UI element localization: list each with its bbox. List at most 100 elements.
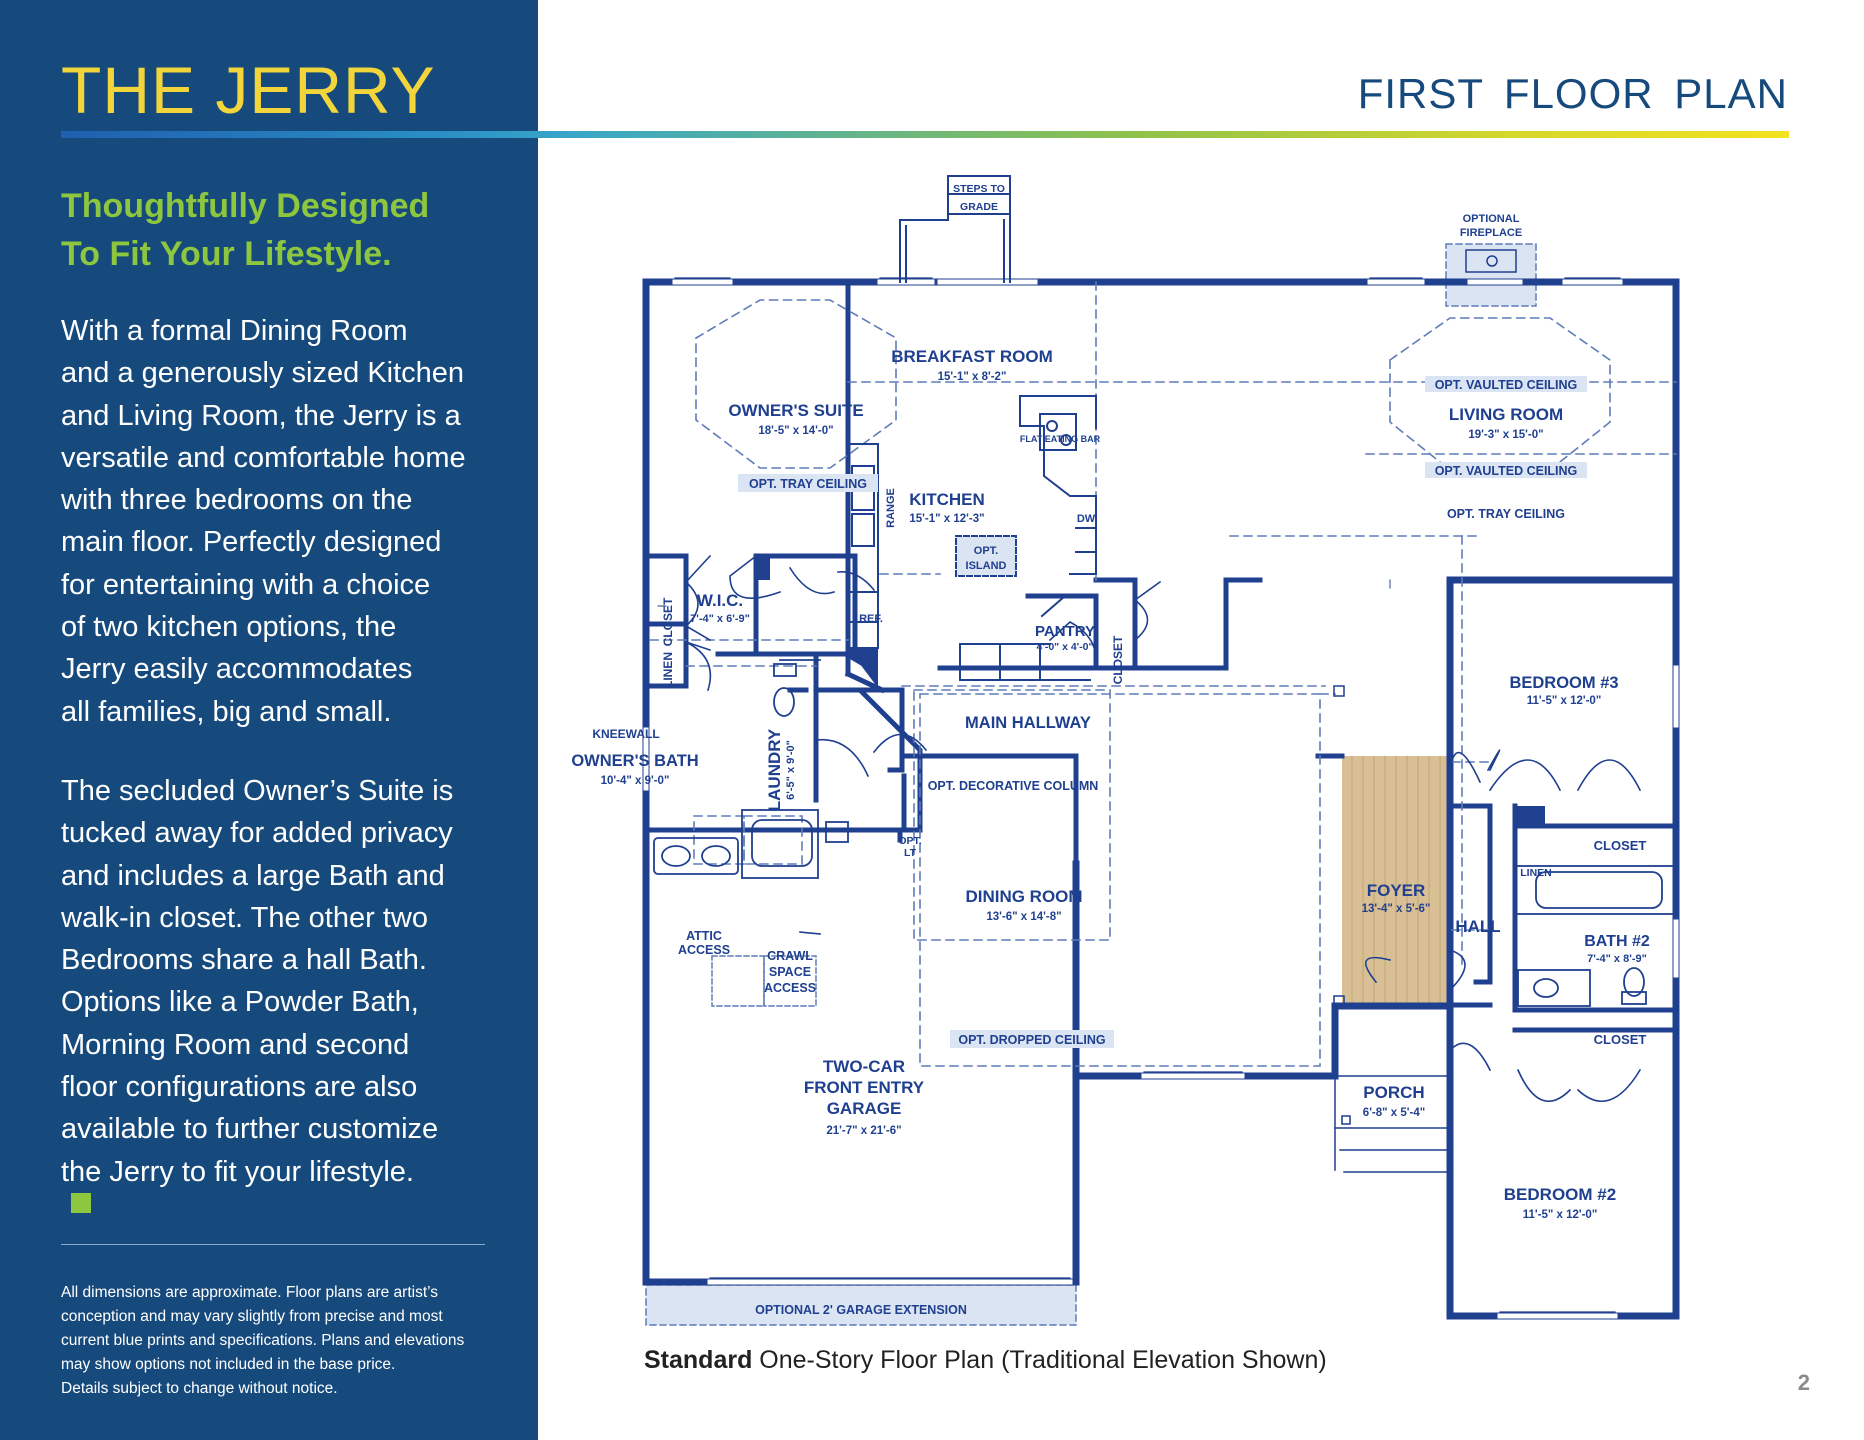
paragraph-line: Options like a Powder Bath,: [61, 986, 419, 1019]
main-hallway-label: MAIN HALLWAY: [965, 714, 1091, 732]
paragraph-text: the Jerry to fit your lifestyle.: [61, 1155, 414, 1188]
caption-text: One-Story Floor Plan (Traditional Elevat…: [752, 1346, 1327, 1374]
room-wic: W.I.C.: [697, 591, 743, 610]
room-foyer: FOYER: [1367, 881, 1426, 900]
room-garage: GARAGE: [827, 1099, 902, 1118]
room-garage: TWO-CAR: [823, 1057, 905, 1076]
option-label: OPT. VAULTED CEILING: [1435, 378, 1578, 392]
description-paragraph-2: The secluded Owner’s Suite is tucked awa…: [61, 770, 521, 1213]
fireplace-area: [1445, 243, 1537, 307]
disclaimer: All dimensions are approximate. Floor pl…: [61, 1281, 531, 1401]
room-dim: 19'-3" x 15'-0": [1468, 429, 1543, 441]
page-number: 2: [1797, 1370, 1810, 1395]
plan-caption: Standard One-Story Floor Plan (Tradition…: [644, 1346, 1327, 1375]
linen-label: LINEN: [661, 652, 675, 688]
flat-bar-label: FLAT EATING BAR: [1020, 434, 1101, 444]
paragraph-line: Bedrooms share a hall Bath.: [61, 944, 427, 977]
room-breakfast: BREAKFAST ROOM: [891, 347, 1053, 366]
room-owners-suite: OWNER'S SUITE: [728, 401, 863, 420]
island-label: OPT.: [974, 545, 998, 557]
fridge-label: REF.: [859, 613, 883, 625]
paragraph-line: Jerry easily accommodates: [61, 653, 413, 686]
option-label: OPT. VAULTED CEILING: [1435, 464, 1578, 478]
room-dim: 15'-1" x 8'-2": [938, 371, 1007, 383]
option-label: OPT. DECORATIVE COLUMN: [928, 779, 1099, 793]
room-dining: DINING ROOM: [965, 887, 1082, 906]
room-dim: 4'-0" x 4'-0": [1037, 641, 1094, 653]
island-label: ISLAND: [966, 560, 1007, 572]
paragraph-line: and Living Room, the Jerry is a: [61, 399, 461, 432]
fireplace-label: OPTIONAL: [1463, 213, 1520, 225]
room-bedroom-3: BEDROOM #3: [1509, 674, 1618, 692]
paragraph-line: The secluded Owner’s Suite is: [61, 775, 454, 807]
room-garage: FRONT ENTRY: [804, 1078, 925, 1097]
paragraph-line: of two kitchen options, the: [61, 611, 397, 644]
paragraph-line: With a formal Dining Room: [61, 315, 408, 347]
room-dim: 18'-5" x 14'-0": [758, 425, 833, 437]
divider: [61, 1244, 485, 1245]
room-dim: 13'-4" x 5'-6": [1362, 903, 1431, 915]
paragraph-line: walk-in closet. The other two: [61, 901, 428, 934]
light-label: LT: [904, 847, 917, 859]
room-dim: 7'-4" x 6'-9": [690, 613, 750, 625]
tagline-line: To Fit Your Lifestyle.: [61, 235, 392, 273]
owners-tray-ceiling: [695, 299, 897, 469]
garage-extension-label: OPTIONAL 2' GARAGE EXTENSION: [755, 1303, 967, 1317]
paragraph-line: versatile and comfortable home: [61, 441, 466, 474]
room-dim: 13'-6" x 14'-8": [986, 911, 1061, 923]
hall-label: HALL: [1455, 917, 1500, 936]
option-label: OPT. TRAY CEILING: [749, 477, 867, 491]
option-label: OPT. DROPPED CEILING: [958, 1033, 1105, 1047]
living-tray-ceiling: [1389, 317, 1611, 471]
option-label: OPT. TRAY CEILING: [1447, 507, 1565, 521]
crawl-label: CRAWL: [767, 949, 813, 963]
room-dim: 6'-8" x 5'-4": [1363, 1107, 1425, 1119]
disclaimer-line: Details subject to change without notice…: [61, 1380, 338, 1397]
room-living: LIVING ROOM: [1449, 405, 1563, 424]
caption-bold: Standard: [644, 1346, 753, 1374]
closet-label: CLOSET: [1594, 1032, 1647, 1047]
room-bedroom-2: BEDROOM #2: [1504, 1185, 1616, 1204]
plan-title: FIRST FLOOR PLAN: [1357, 70, 1788, 117]
steps-label: GRADE: [960, 201, 998, 213]
paragraph-line: available to further customize: [61, 1113, 439, 1146]
description-paragraph-1: With a formal Dining Room and a generous…: [61, 310, 521, 733]
paragraph-line: with three bedrooms on the: [61, 484, 413, 517]
garage-extension-area: [645, 1284, 1077, 1326]
attic-label: ACCESS: [678, 943, 730, 957]
paragraph-line: and includes a large Bath and: [61, 859, 445, 892]
tagline-line: Thoughtfully Designed: [61, 187, 430, 225]
room-dim: 11'-5" x 12'-0": [1527, 695, 1602, 707]
room-laundry: LAUNDRY: [765, 728, 784, 811]
kneewall-label: KNEEWALL: [592, 727, 659, 741]
closet-label: CLOSET: [1594, 838, 1647, 853]
floor-plan: STEPS TO GRADE OPTIONAL FIREPLACE OWNER'…: [571, 175, 1680, 1326]
room-porch: PORCH: [1363, 1083, 1424, 1102]
paragraph-line: for entertaining with a choice: [61, 568, 431, 601]
room-dim: 6'-5" x 9'-0": [785, 740, 797, 800]
paragraph-line: the Jerry to fit your lifestyle.: [61, 1151, 521, 1213]
room-kitchen: KITCHEN: [909, 490, 985, 509]
room-owners-bath: OWNER'S BATH: [571, 752, 698, 770]
plan-name-title: THE JERRY: [61, 53, 436, 127]
room-dim: 15'-1" x 12'-3": [909, 513, 984, 525]
disclaimer-line: conception and may vary slightly from pr…: [61, 1308, 443, 1325]
attic-label: ATTIC: [686, 929, 722, 943]
room-dim: 10'-4" x 9'-0": [601, 775, 670, 787]
crawl-label: ACCESS: [764, 981, 816, 995]
range-label: RANGE: [885, 488, 897, 528]
room-pantry: PANTRY: [1035, 623, 1095, 640]
green-square-icon: [71, 1192, 91, 1213]
room-dim: 11'-5" x 12'-0": [1523, 1209, 1598, 1221]
sidebar: THE JERRY Thoughtfully Designed To Fit Y…: [0, 0, 538, 1440]
gradient-rule: [61, 131, 1789, 138]
paragraph-line: floor configurations are also: [61, 1071, 418, 1104]
linen-label: LINEN: [1520, 867, 1552, 879]
paragraph-line: tucked away for added privacy: [61, 817, 453, 850]
tagline: Thoughtfully Designed To Fit Your Lifest…: [61, 182, 501, 278]
closet-label: CLOSET: [661, 597, 675, 646]
paragraph-line: all families, big and small.: [61, 695, 392, 728]
closet-label: CLOSET: [1111, 635, 1125, 684]
disclaimer-line: All dimensions are approximate. Floor pl…: [61, 1284, 439, 1301]
room-dim: 21'-7" x 21'-6": [826, 1125, 901, 1137]
